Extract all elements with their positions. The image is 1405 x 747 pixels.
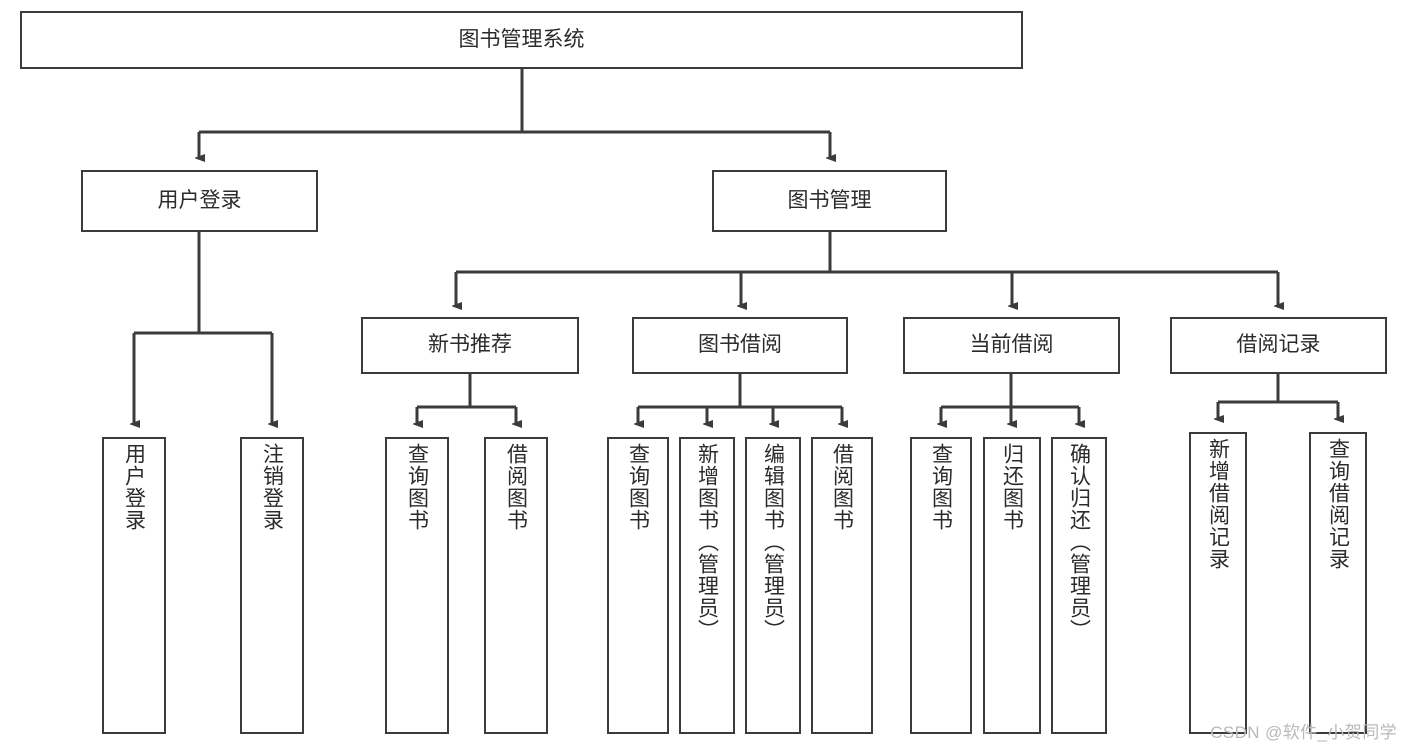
leaf-return-book[interactable]: 归还图书 [983,437,1041,734]
node-user-login-label: 用户登录 [157,188,242,212]
leaf-query-book-current[interactable]: 查询图书 [910,437,972,734]
leaf-borrow-book-recommend[interactable]: 借阅图书 [484,437,548,734]
leaf-logout-label: 注销登录 [260,443,284,531]
leaf-borrow-book-recommend-label: 借阅图书 [504,443,528,531]
node-book-borrow-label: 图书借阅 [698,333,782,357]
leaf-add-borrow-record[interactable]: 新增借阅记录 [1189,432,1247,734]
node-new-book-recommend-label: 新书推荐 [428,333,512,357]
leaf-query-book-current-label: 查询图书 [929,443,953,531]
leaf-confirm-return-admin-label: 确认归还（管理员） [1067,443,1091,641]
leaf-user-login[interactable]: 用户登录 [102,437,166,734]
node-borrow-record-label: 借阅记录 [1236,333,1321,357]
leaf-user-login-label: 用户登录 [122,443,146,531]
leaf-query-book-borrow[interactable]: 查询图书 [607,437,669,734]
leaf-edit-book-admin[interactable]: 编辑图书（管理员） [745,437,801,734]
node-new-book-recommend[interactable]: 新书推荐 [361,317,579,374]
leaf-query-borrow-record-label: 查询借阅记录 [1326,438,1350,570]
node-book-management-label: 图书管理 [787,188,872,212]
leaf-query-book-recommend[interactable]: 查询图书 [385,437,449,734]
leaf-query-borrow-record[interactable]: 查询借阅记录 [1309,432,1367,734]
node-current-borrow[interactable]: 当前借阅 [903,317,1120,374]
leaf-add-book-admin[interactable]: 新增图书（管理员） [679,437,735,734]
leaf-query-book-borrow-label: 查询图书 [626,443,650,531]
leaf-borrow-book[interactable]: 借阅图书 [811,437,873,734]
leaf-edit-book-admin-label: 编辑图书（管理员） [761,443,785,641]
leaf-confirm-return-admin[interactable]: 确认归还（管理员） [1051,437,1107,734]
leaf-add-borrow-record-label: 新增借阅记录 [1206,438,1230,570]
node-borrow-record[interactable]: 借阅记录 [1170,317,1387,374]
node-root-label: 图书管理系统 [458,27,585,51]
leaf-add-book-admin-label: 新增图书（管理员） [695,443,719,641]
leaf-logout[interactable]: 注销登录 [240,437,304,734]
node-book-management[interactable]: 图书管理 [712,170,947,232]
node-book-borrow[interactable]: 图书借阅 [632,317,848,374]
leaf-query-book-recommend-label: 查询图书 [405,443,429,531]
leaf-borrow-book-label: 借阅图书 [830,443,854,531]
node-current-borrow-label: 当前借阅 [969,333,1054,357]
leaf-return-book-label: 归还图书 [1000,443,1024,531]
node-root[interactable]: 图书管理系统 [20,11,1023,69]
node-user-login[interactable]: 用户登录 [81,170,318,232]
